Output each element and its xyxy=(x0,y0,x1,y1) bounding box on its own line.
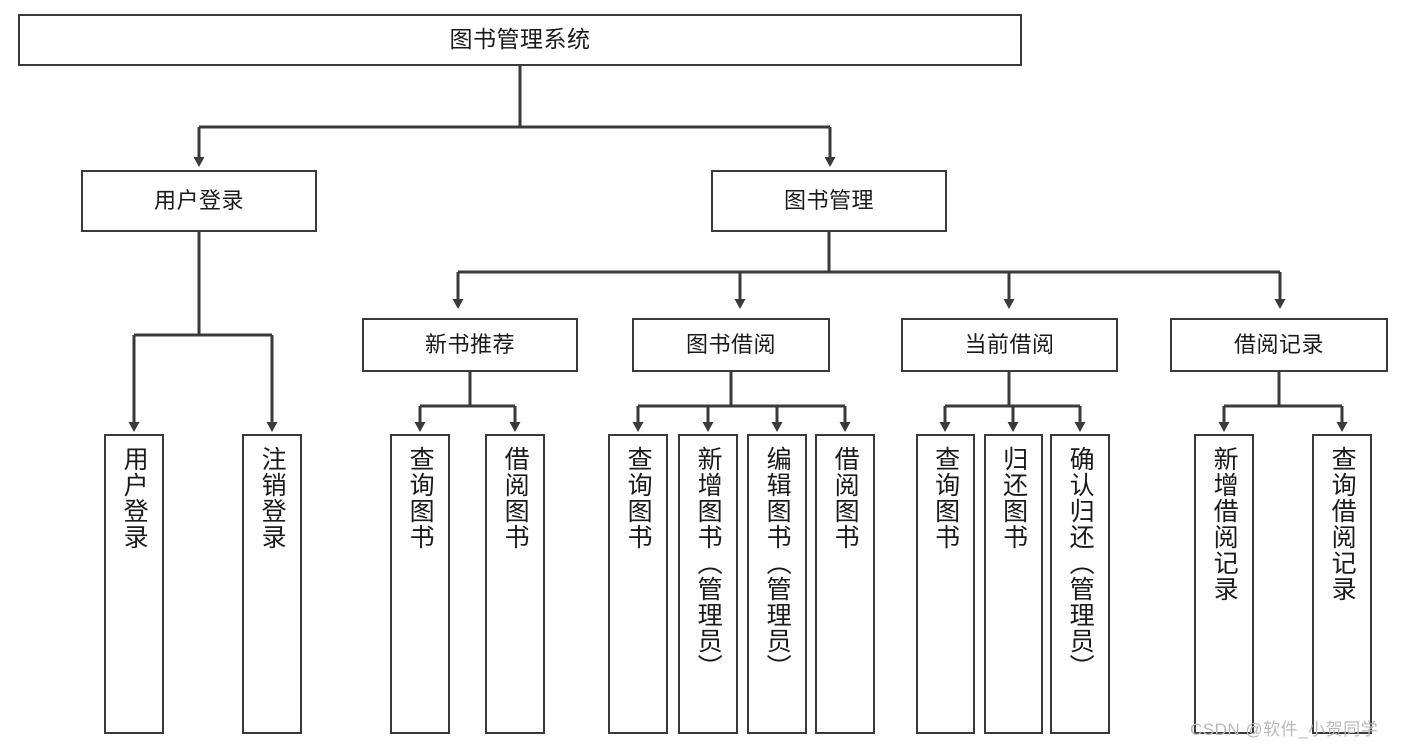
node-root-label: 图书管理系统 xyxy=(449,26,591,53)
node-book-management-label: 图书管理 xyxy=(783,188,874,214)
node-current-borrow[interactable]: 当前借阅 xyxy=(901,318,1118,372)
leaf-add-book-admin-label: 新增图书（管理员） xyxy=(694,446,723,680)
leaf-edit-book-admin[interactable]: 编辑图书（管理员） xyxy=(747,434,807,734)
leaf-logout-label: 注销登录 xyxy=(258,446,287,550)
csdn-watermark: CSDN @软件_小贺同学 xyxy=(1190,720,1379,739)
leaf-add-book-admin[interactable]: 新增图书（管理员） xyxy=(678,434,738,734)
leaf-add-borrow-record-label: 新增借阅记录 xyxy=(1210,446,1239,602)
node-root[interactable]: 图书管理系统 xyxy=(18,14,1022,66)
leaf-edit-book-admin-label: 编辑图书（管理员） xyxy=(763,446,792,680)
node-user-login-label: 用户登录 xyxy=(153,188,244,214)
leaf-query-book-borrow-label: 查询图书 xyxy=(624,446,653,550)
leaf-borrow-book-label: 借阅图书 xyxy=(831,446,860,550)
leaf-return-book-label: 归还图书 xyxy=(999,446,1028,550)
node-book-borrow-label: 图书借阅 xyxy=(685,332,776,358)
leaf-borrow-book[interactable]: 借阅图书 xyxy=(815,434,875,734)
node-borrow-record[interactable]: 借阅记录 xyxy=(1170,318,1388,372)
leaf-borrow-book-recommend-label: 借阅图书 xyxy=(501,446,530,550)
leaf-query-borrow-record[interactable]: 查询借阅记录 xyxy=(1312,434,1372,734)
leaf-query-borrow-record-label: 查询借阅记录 xyxy=(1328,446,1357,602)
node-new-book-recommendation[interactable]: 新书推荐 xyxy=(362,318,578,372)
leaf-borrow-book-recommend[interactable]: 借阅图书 xyxy=(485,434,545,734)
leaf-user-login[interactable]: 用户登录 xyxy=(104,434,164,734)
leaf-return-book[interactable]: 归还图书 xyxy=(984,434,1043,734)
leaf-confirm-return-admin-label: 确认归还（管理员） xyxy=(1066,446,1095,680)
node-user-login[interactable]: 用户登录 xyxy=(81,170,317,232)
leaf-add-borrow-record[interactable]: 新增借阅记录 xyxy=(1194,434,1254,734)
leaf-query-book-recommend[interactable]: 查询图书 xyxy=(390,434,450,734)
node-new-book-recommendation-label: 新书推荐 xyxy=(424,332,515,358)
leaf-logout[interactable]: 注销登录 xyxy=(242,434,302,734)
leaf-query-book-borrow[interactable]: 查询图书 xyxy=(608,434,668,734)
node-book-borrow[interactable]: 图书借阅 xyxy=(632,318,830,372)
leaf-query-book-recommend-label: 查询图书 xyxy=(406,446,435,550)
leaf-query-book-current-label: 查询图书 xyxy=(931,446,960,550)
node-current-borrow-label: 当前借阅 xyxy=(964,332,1055,358)
node-book-management[interactable]: 图书管理 xyxy=(711,170,947,232)
leaf-user-login-label: 用户登录 xyxy=(120,446,149,550)
leaf-confirm-return-admin[interactable]: 确认归还（管理员） xyxy=(1050,434,1110,734)
leaf-query-book-current[interactable]: 查询图书 xyxy=(916,434,975,734)
node-borrow-record-label: 借阅记录 xyxy=(1233,332,1324,358)
